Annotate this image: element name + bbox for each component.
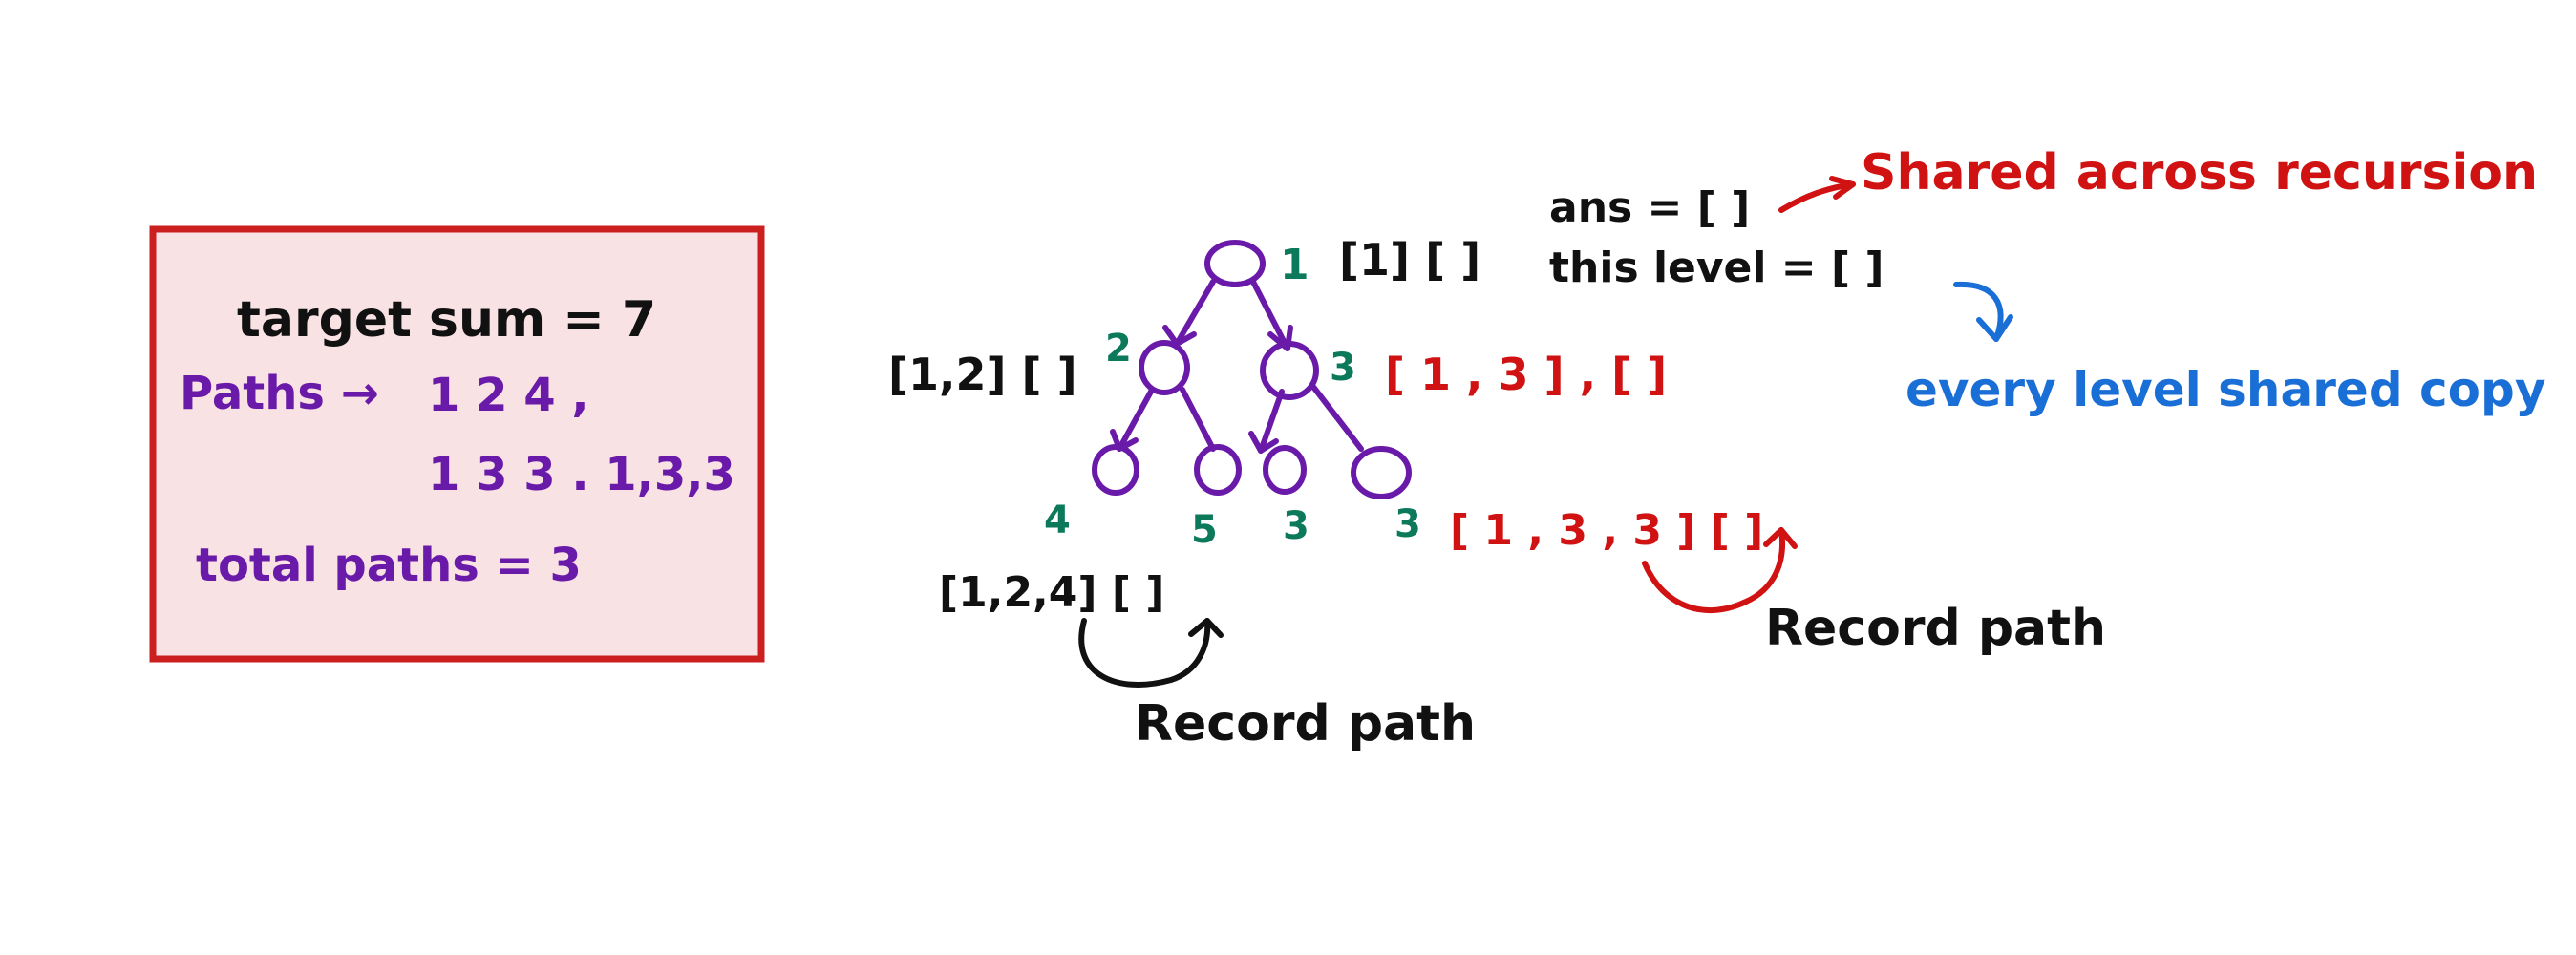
ans-line: ans = [ ] (1549, 183, 1750, 232)
edge-right-right (1310, 384, 1364, 452)
edge-root-left-arrowhead (1162, 325, 1197, 347)
edge-left-right (1180, 387, 1216, 452)
record-right-arrow (1642, 527, 1785, 613)
edge-root-left (1174, 279, 1216, 347)
paths-line-1: 1 2 4 , (428, 369, 589, 422)
root-value-label: 1 (1280, 241, 1309, 289)
leaf-node-2 (1194, 444, 1242, 496)
summary-box: target sum = 7 Paths → 1 2 4 , 1 3 3 . 1… (149, 225, 765, 663)
root-state-label: [1] [ ] (1339, 234, 1480, 286)
recursion-tree: 1 [1] [ ] 2 [1,2] [ ] 3 [ 1 , 3 ] , [ ] … (888, 234, 2106, 753)
this-level-line: this level = [ ] (1549, 244, 1884, 292)
every-level-arrowhead (1976, 314, 2013, 342)
summary-box-frame (149, 225, 765, 663)
leaf-node-3 (1263, 445, 1307, 495)
edge-root-right (1250, 279, 1290, 351)
leaf-path-left: [1,2,4] [ ] (939, 568, 1164, 617)
root-node (1204, 240, 1266, 287)
shared-across-arrowhead (1829, 176, 1856, 200)
edge-left-left (1117, 389, 1154, 452)
every-level-arrow (1953, 281, 2004, 342)
left-value-label: 2 (1105, 327, 1132, 371)
paths-label: Paths → (180, 367, 379, 420)
record-left-arrow (1078, 618, 1211, 688)
every-level-label: every level shared copy (1905, 362, 2545, 417)
leaf-value-3: 3 (1283, 504, 1309, 548)
shared-across-arrow (1778, 181, 1856, 213)
record-path-left-label: Record path (1135, 695, 1476, 753)
leaf-path-right: [ 1 , 3 , 3 ] [ ] (1450, 506, 1763, 555)
right-state-label: [ 1 , 3 ] , [ ] (1385, 349, 1667, 400)
record-path-right-label: Record path (1765, 600, 2106, 657)
leaf-value-2: 5 (1191, 508, 1218, 552)
left-state-label: [1,2] [ ] (888, 349, 1077, 400)
edge-right-left-arrowhead (1248, 431, 1279, 454)
record-left-arrowhead (1188, 618, 1224, 638)
leaf-value-1: 4 (1044, 499, 1071, 542)
shared-across-label: Shared across recursion (1861, 144, 2538, 202)
leaf-value-4: 3 (1394, 502, 1421, 546)
target-sum-text: target sum = 7 (237, 291, 656, 349)
leaf-node-4 (1351, 446, 1412, 499)
right-value-label: 3 (1330, 346, 1356, 390)
total-paths-text: total paths = 3 (196, 539, 582, 592)
left-node (1139, 340, 1190, 395)
right-node (1260, 341, 1319, 400)
edge-right-left (1258, 389, 1285, 454)
leaf-node-1 (1092, 444, 1139, 496)
paths-line-2: 1 3 3 . 1,3,3 (428, 448, 735, 501)
record-right-arrowhead (1763, 527, 1798, 549)
legend-block: ans = [ ] this level = [ ] Shared across… (1549, 144, 2545, 417)
